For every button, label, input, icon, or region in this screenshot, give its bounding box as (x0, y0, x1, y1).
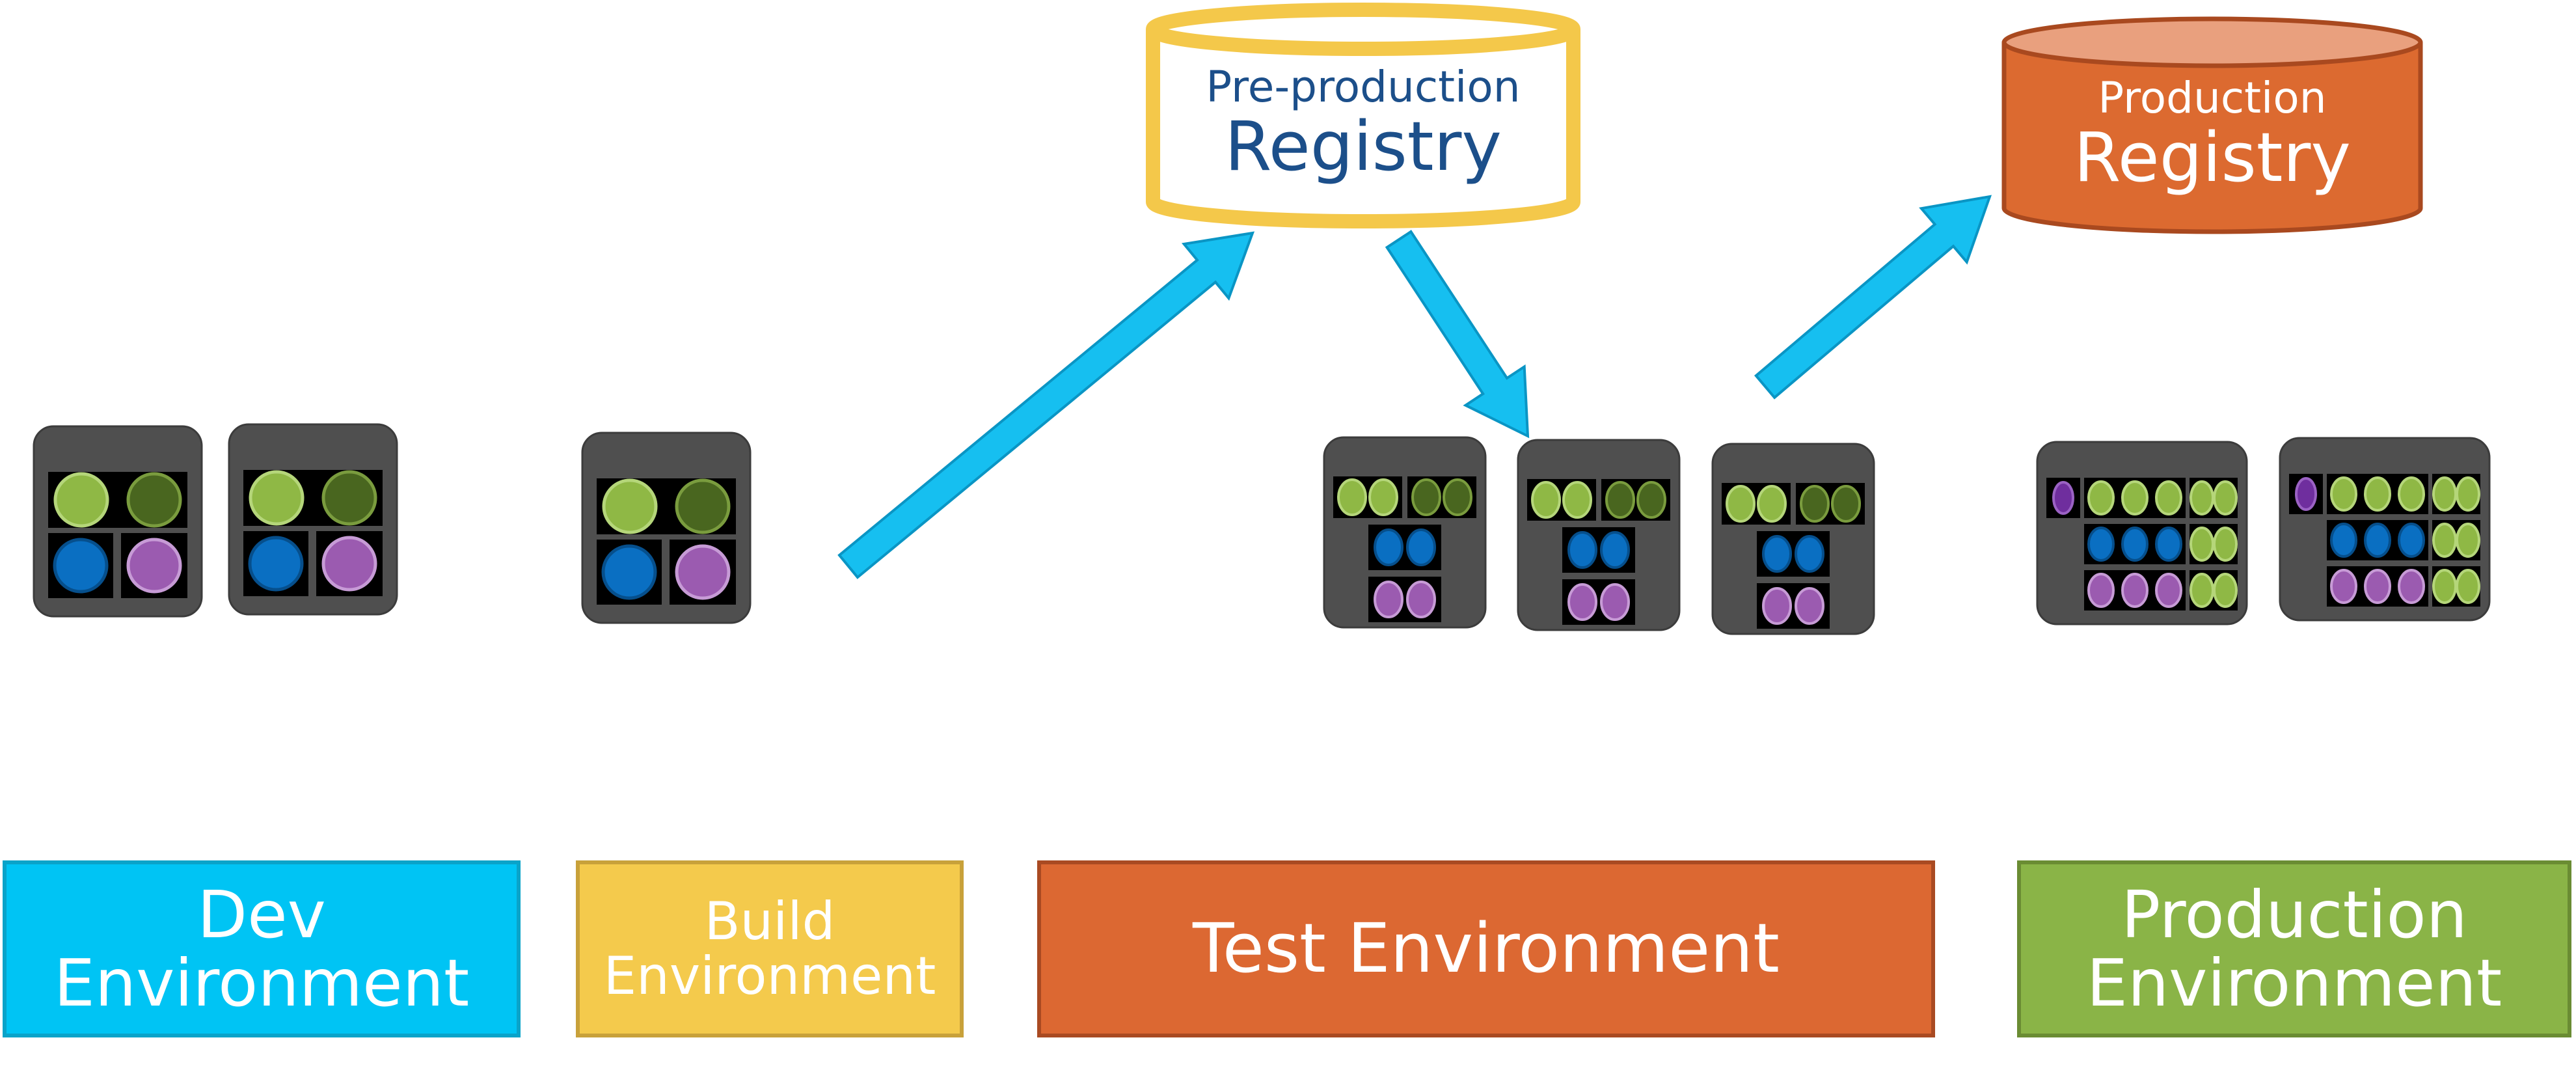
preprod-registry-line2: Registry (1225, 107, 1502, 187)
replica-oval (1374, 528, 1403, 566)
test-pod-3 (1711, 443, 1875, 635)
replica-oval (2456, 569, 2480, 604)
test-pod-2 (1517, 439, 1681, 631)
replica-oval (1605, 481, 1635, 519)
replica-oval (2330, 569, 2357, 604)
replica-oval (1337, 478, 1367, 516)
build-environment-box: Build Environment (576, 860, 964, 1037)
replica-oval (1636, 481, 1666, 519)
build-env-line1: Build (704, 891, 835, 952)
replica-oval (2087, 573, 2115, 608)
dev-environment-box: Dev Environment (3, 860, 521, 1037)
replica-oval (1795, 587, 1824, 625)
container-circle (321, 470, 377, 526)
replica-oval (2456, 523, 2480, 558)
prod-registry-line1: Production (2098, 73, 2327, 123)
replica-oval (1726, 485, 1756, 523)
prod-pod-2 (2279, 437, 2491, 622)
replica-oval (1567, 583, 1597, 621)
replica-oval (2330, 523, 2357, 558)
replica-oval (2052, 481, 2074, 515)
replica-oval (2190, 527, 2214, 562)
preprod-registry-label: Pre-production Registry (1152, 64, 1575, 184)
replica-oval (1600, 583, 1630, 621)
replica-oval (2398, 569, 2425, 604)
replica-oval (2432, 476, 2457, 512)
replica-oval (2364, 523, 2391, 558)
arrow-test-to-prod-registry (1754, 195, 1992, 400)
replica-oval (2398, 523, 2425, 558)
container-circle (126, 472, 182, 528)
prod-registry-label: Production Registry (2001, 75, 2424, 195)
replica-oval (1374, 581, 1403, 618)
replica-oval (2398, 476, 2425, 512)
container-circle (602, 478, 658, 534)
replica-oval (2190, 480, 2214, 515)
container-circle (248, 536, 304, 592)
preprod-registry-cylinder (1146, 3, 1580, 228)
container-circle (675, 544, 731, 600)
preprod-registry-line1: Pre-production (1206, 62, 1521, 112)
replica-oval (2121, 480, 2149, 515)
dev-env-line1: Dev (197, 877, 326, 953)
container-circle (126, 538, 182, 594)
replica-oval (2456, 476, 2480, 512)
replica-oval (2330, 476, 2357, 512)
replica-oval (2155, 480, 2182, 515)
replica-oval (2155, 573, 2182, 608)
arrow-preprod-registry-to-test (1385, 230, 1530, 439)
prod-pod-1 (2036, 441, 2248, 625)
replica-oval (1567, 531, 1597, 569)
container-circle (53, 472, 109, 528)
dev-pod-1 (33, 425, 203, 618)
build-env-line2: Environment (603, 946, 936, 1006)
replica-oval (2213, 527, 2238, 562)
dev-env-line2: Environment (53, 945, 470, 1021)
prod-env-line2: Environment (2086, 945, 2502, 1021)
replica-oval (1406, 581, 1436, 618)
replica-oval (2213, 480, 2238, 515)
replica-oval (2190, 573, 2214, 608)
container-circle (321, 536, 377, 592)
replica-oval (1795, 535, 1824, 573)
container-circle (675, 478, 731, 534)
replica-oval (1562, 481, 1592, 519)
replica-oval (2432, 523, 2457, 558)
prod-registry-cylinder (2001, 16, 2423, 234)
arrow-build-to-preprod-registry (837, 231, 1255, 579)
container-circle (53, 538, 109, 594)
replica-oval (1762, 587, 1792, 625)
replica-oval (1531, 481, 1561, 519)
replica-oval (1406, 528, 1436, 566)
replica-oval (2364, 569, 2391, 604)
dev-pod-2 (228, 423, 398, 616)
test-env-line1: Test Environment (1193, 909, 1780, 989)
test-environment-box: Test Environment (1037, 860, 1935, 1037)
replica-oval (1411, 478, 1441, 516)
replica-oval (2295, 477, 2317, 511)
test-pod-1 (1323, 436, 1487, 629)
replica-oval (1757, 485, 1787, 523)
prod-registry-line2: Registry (2074, 118, 2351, 198)
replica-oval (2121, 527, 2149, 562)
replica-oval (2364, 476, 2391, 512)
replica-oval (2432, 569, 2457, 604)
replica-oval (1831, 485, 1861, 523)
prod-env-line1: Production (2121, 877, 2468, 953)
replica-oval (1443, 478, 1472, 516)
replica-oval (1762, 535, 1792, 573)
build-pod (581, 432, 752, 624)
replica-oval (1600, 531, 1630, 569)
production-environment-box: Production Environment (2017, 860, 2571, 1037)
replica-oval (2121, 573, 2149, 608)
replica-oval (1368, 478, 1398, 516)
replica-oval (2155, 527, 2182, 562)
replica-oval (2087, 527, 2115, 562)
replica-oval (2213, 573, 2238, 608)
replica-oval (1800, 485, 1830, 523)
replica-oval (2087, 480, 2115, 515)
container-circle (601, 544, 657, 600)
container-circle (249, 470, 305, 526)
